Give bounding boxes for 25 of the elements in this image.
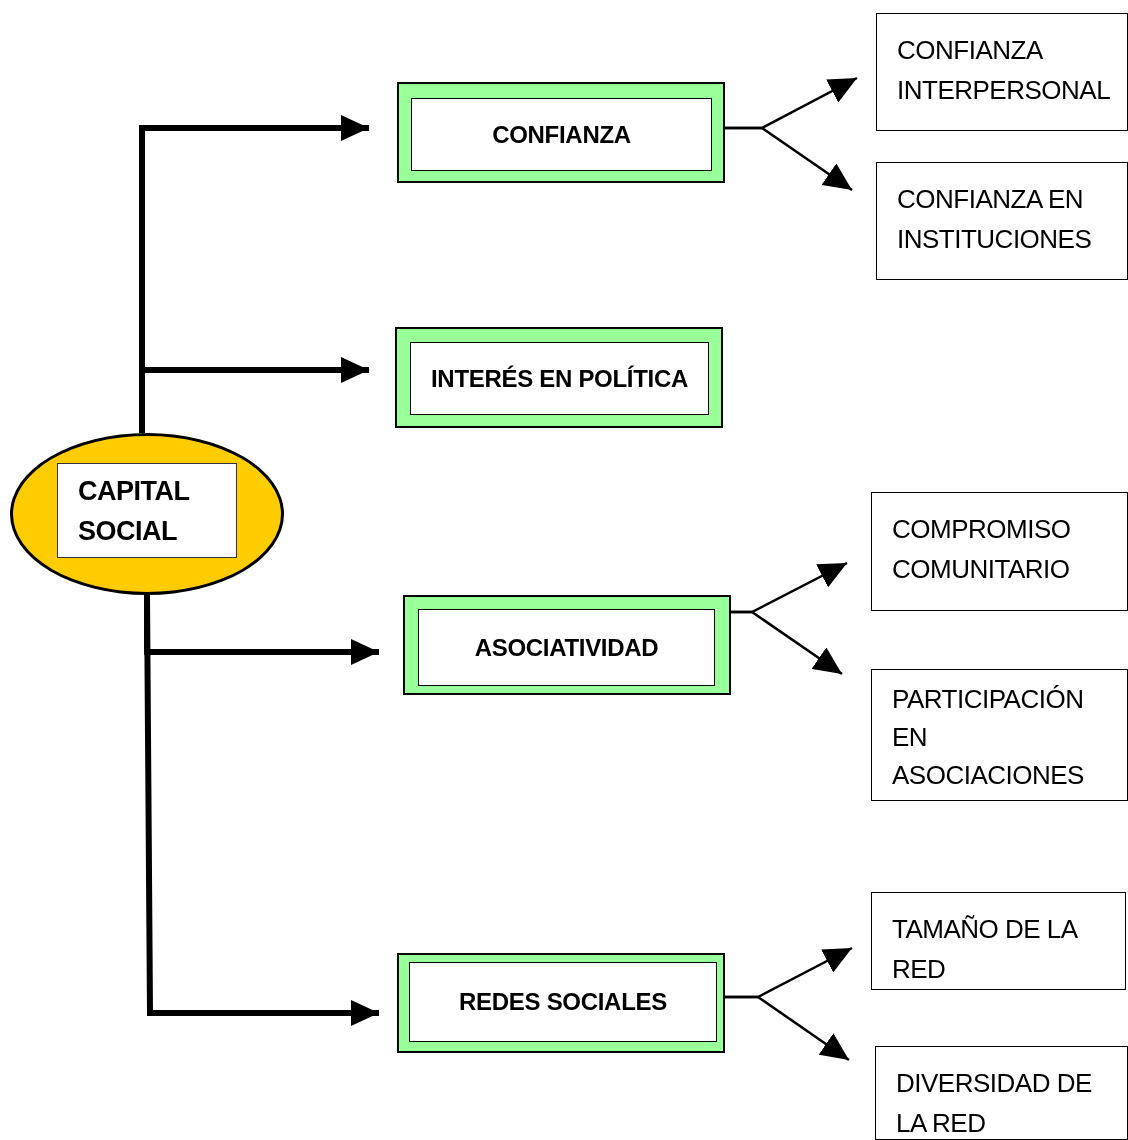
node-label: ASOCIATIVIDAD bbox=[474, 633, 659, 662]
category-box bbox=[403, 595, 731, 695]
node-label: CONFIANZA INTERPERSONAL bbox=[897, 34, 1112, 107]
subcategory-box bbox=[871, 892, 1126, 990]
node-label: CAPITAL SOCIAL bbox=[78, 474, 191, 548]
subcategory-box bbox=[876, 162, 1128, 280]
subcategory-box bbox=[871, 492, 1128, 611]
category-box bbox=[395, 327, 723, 428]
arrow bbox=[731, 610, 843, 676]
subcategory-box bbox=[875, 1046, 1128, 1140]
node-label: INTERÉS EN POLÍTICA bbox=[431, 364, 688, 393]
node-label: CONFIANZA bbox=[492, 120, 631, 149]
subcategory-box bbox=[876, 13, 1128, 131]
node-label: PARTICIPACIÓN EN ASOCIACIONES bbox=[892, 683, 1085, 792]
node-label: DIVERSIDAD DE LA RED bbox=[896, 1067, 1093, 1140]
node-label: CONFIANZA EN INSTITUCIONES bbox=[897, 183, 1093, 256]
node-label: TAMAÑO DE LA RED bbox=[892, 913, 1078, 986]
arrow bbox=[139, 357, 369, 433]
node-label: REDES SOCIALES bbox=[459, 988, 667, 1016]
arrow bbox=[725, 995, 850, 1062]
category-box bbox=[397, 953, 725, 1053]
subcategory-box bbox=[871, 669, 1128, 801]
node-label: COMPROMISO COMUNITARIO bbox=[892, 513, 1072, 586]
arrow bbox=[725, 126, 853, 192]
category-box bbox=[397, 82, 725, 183]
